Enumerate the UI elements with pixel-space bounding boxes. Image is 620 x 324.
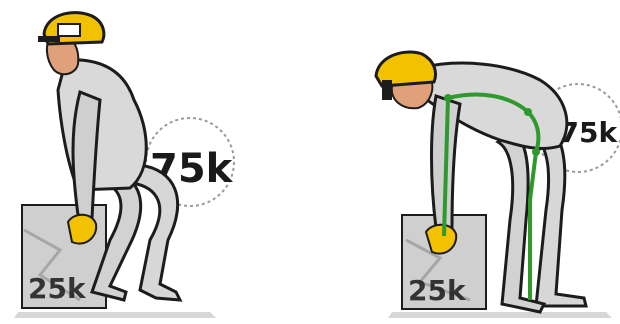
ground-shadow: [14, 312, 216, 318]
stoop-lift-figure: 25k 375k: [376, 52, 620, 318]
arm: [73, 92, 100, 218]
torso: [58, 60, 146, 190]
squat-lift-figure: 25k 75k: [14, 13, 234, 318]
ground-shadow: [388, 312, 612, 318]
hand: [68, 215, 96, 244]
box-weight-label: 25k: [28, 272, 87, 305]
box-weight-label: 25k: [408, 274, 467, 307]
hand: [426, 225, 456, 254]
hard-hat-icon: [38, 13, 104, 44]
